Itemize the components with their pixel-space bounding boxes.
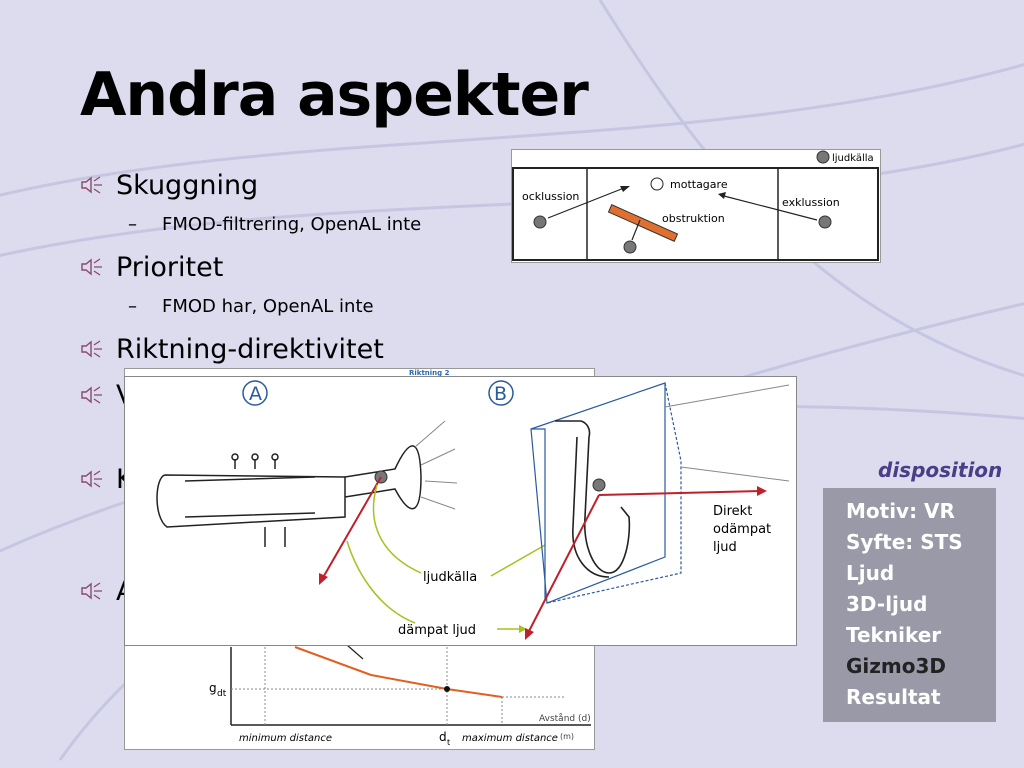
source-occlusion-dot xyxy=(533,215,547,229)
speaker-icon xyxy=(81,470,102,488)
disposition-item-gizmo3d[interactable]: Gizmo3D xyxy=(846,654,947,678)
occlusion-diagram: ljudkälla ocklussion mottagare obstrukti… xyxy=(511,149,881,263)
saxophone-drawing xyxy=(555,420,631,578)
arrowhead xyxy=(718,192,726,199)
sax-reflect-arrow xyxy=(526,494,600,636)
ray-occlusion xyxy=(547,187,625,219)
label-b: B xyxy=(494,383,507,405)
direct-label-line-3: ljud xyxy=(713,540,737,555)
receiver-dot xyxy=(650,177,664,191)
sub-bullet-prioritet: –FMOD har, OpenAL inte xyxy=(128,296,374,317)
disposition-item-tekniker[interactable]: Tekniker xyxy=(846,623,942,647)
dt-point xyxy=(444,686,450,692)
trumpet-drawing xyxy=(156,445,422,547)
x-label-dt-sub: t xyxy=(447,738,450,747)
legend-source-dot xyxy=(816,150,830,164)
source-label: ljudkälla xyxy=(423,570,477,585)
label-b-circle xyxy=(488,380,514,406)
sub-bullet-skuggning: –FMOD-filtrering, OpenAL inte xyxy=(128,214,422,235)
slide-title: Andra aspekter xyxy=(80,60,589,130)
y-label-sub: dt xyxy=(217,689,227,699)
trumpet-direct-arrow xyxy=(320,476,382,582)
bullet-prioritet: Prioritet xyxy=(80,252,223,283)
speaker-icon xyxy=(81,340,102,358)
disposition-item-resultat[interactable]: Resultat xyxy=(846,685,941,709)
label-exclusion: exklussion xyxy=(782,196,840,209)
trumpet-damped-curve xyxy=(372,484,422,574)
sax-source-dot xyxy=(592,478,606,492)
occlusion-diagram-drawing: ljudkälla ocklussion mottagare obstrukti… xyxy=(512,150,879,261)
label-a: A xyxy=(249,383,262,405)
sax-rays xyxy=(664,384,790,482)
disposition-item-syfte[interactable]: Syfte: STS xyxy=(846,530,963,554)
trumpet-rays xyxy=(414,420,458,510)
sub-bullet-text: FMOD har, OpenAL inte xyxy=(162,296,374,317)
axis-unit: (m) xyxy=(560,732,574,741)
disposition-list: Motiv: VR Syfte: STS Ljud 3D-ljud Teknik… xyxy=(823,488,996,713)
label-occlusion: ocklussion xyxy=(522,190,579,203)
label-a-circle xyxy=(242,380,268,406)
arrowhead xyxy=(525,628,534,640)
arrowhead xyxy=(319,573,328,585)
source-exclusion-dot xyxy=(818,215,832,229)
label-obstruction: obstruktion xyxy=(662,212,725,225)
graph-header: Riktning 2 xyxy=(409,369,450,377)
direct-label-line-1: Direkt xyxy=(713,504,752,519)
direct-label-line-2: odämpat xyxy=(713,522,771,537)
disposition-item-motiv[interactable]: Motiv: VR xyxy=(846,499,955,523)
x-label-max: maximum distance xyxy=(462,733,558,744)
arrowhead xyxy=(620,186,630,192)
bullet-riktning: Riktning-direktivitet xyxy=(80,334,384,365)
sax-damped-line xyxy=(490,544,546,577)
trumpet-damped-curve-2 xyxy=(346,540,416,624)
axis-unit-label: Avstånd (d) xyxy=(539,713,591,724)
room-outline xyxy=(512,167,879,261)
y-label: g xyxy=(209,681,217,695)
bullet-text: Riktning-direktivitet xyxy=(116,334,384,365)
obstacle xyxy=(607,204,679,242)
source-obstruction-dot xyxy=(623,240,637,254)
ray-exclusion xyxy=(723,195,818,221)
disposition-item-3d-ljud[interactable]: 3D-ljud xyxy=(846,592,928,616)
label-receiver: mottagare xyxy=(670,178,728,191)
speaker-icon xyxy=(81,176,102,194)
bullet-skuggning: Skuggning xyxy=(80,170,258,201)
arrowhead xyxy=(757,486,767,496)
disposition-box: Motiv: VR Syfte: STS Ljud 3D-ljud Teknik… xyxy=(823,488,996,722)
baffle-box xyxy=(530,382,682,604)
arrowhead xyxy=(519,625,527,633)
disposition-item-ljud[interactable]: Ljud xyxy=(846,561,895,585)
disposition-label: disposition xyxy=(878,458,1003,482)
curve-pointer xyxy=(346,644,364,660)
x-label-dt: d xyxy=(439,730,447,744)
speaker-icon xyxy=(81,582,102,600)
speaker-icon xyxy=(81,386,102,404)
sub-bullet-text: FMOD-filtrering, OpenAL inte xyxy=(162,214,422,235)
sax-direct-arrow xyxy=(598,490,762,496)
x-label-min: minimum distance xyxy=(239,733,332,744)
instrument-directivity-drawing: A B ljudkälla dämpat ljud xyxy=(156,380,790,640)
bullet-text: Skuggning xyxy=(116,170,259,201)
ray-obstruction xyxy=(631,219,641,241)
instrument-directivity-figure: A B ljudkälla dämpat ljud xyxy=(124,376,797,646)
attenuation-curve xyxy=(294,646,503,698)
damped-label: dämpat ljud xyxy=(398,623,476,638)
speaker-icon xyxy=(81,258,102,276)
bullet-text: Prioritet xyxy=(116,252,224,283)
distance-graph: Riktning 2 g dt minimum distance d t max… xyxy=(209,369,591,747)
legend-label: ljudkälla xyxy=(832,153,874,164)
